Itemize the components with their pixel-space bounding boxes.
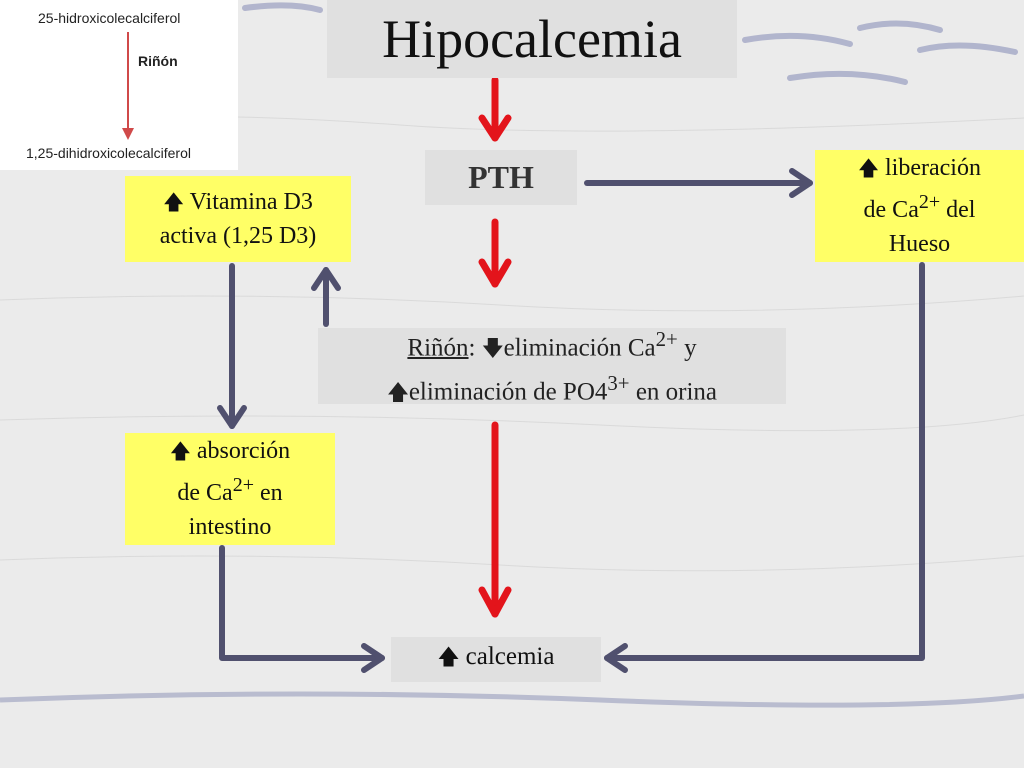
arrow-down-icon: 🡇 bbox=[481, 336, 504, 361]
vitamin-d3-box: 🡅 Vitamina D3 activa (1,25 D3) bbox=[125, 176, 351, 262]
calcemia-box: 🡅 calcemia bbox=[391, 637, 601, 682]
kidney-label: Riñón bbox=[407, 334, 469, 361]
arrow-up-icon: 🡅 bbox=[163, 190, 185, 214]
bone-release-superscript: 2+ bbox=[918, 191, 941, 213]
kidney-colon: : bbox=[468, 334, 476, 361]
red-arrow-kidney-to-calcemia bbox=[478, 421, 512, 618]
page-title: Hipocalcemia bbox=[382, 9, 682, 69]
bone-release-line3: Hueso bbox=[888, 231, 951, 257]
red-arrow-title-to-pth bbox=[478, 76, 512, 142]
title-box: Hipocalcemia bbox=[327, 0, 737, 78]
absorption-line2b: en bbox=[253, 480, 283, 506]
inset-bottom-text: 1,25-dihidroxicolecalciferol bbox=[26, 145, 191, 161]
red-arrow-pth-to-kidney bbox=[478, 218, 512, 288]
pth-box: PTH bbox=[425, 150, 577, 205]
bone-release-line1: liberación bbox=[879, 155, 981, 181]
bone-release-line2a: de Ca bbox=[863, 197, 919, 223]
vitamin-d3-line2: activa (1,25 D3) bbox=[159, 223, 317, 249]
absorption-superscript: 2+ bbox=[232, 474, 254, 496]
arrow-up-icon: 🡅 bbox=[437, 644, 460, 670]
conversion-inset: 25-hidroxicolecalciferol Riñón 1,25-dihi… bbox=[0, 0, 238, 170]
absorption-box: 🡅 absorción de Ca2+ en intestino bbox=[125, 433, 335, 545]
kidney-line1-superscript: 2+ bbox=[655, 326, 678, 351]
connector-vitamin-to-absorption bbox=[217, 263, 247, 429]
absorption-line3: intestino bbox=[188, 514, 272, 540]
connector-kidney-to-vitamin bbox=[311, 267, 341, 327]
arrow-up-icon: 🡅 bbox=[386, 380, 409, 406]
connector-pth-to-bone bbox=[584, 168, 813, 198]
arrow-up-icon: 🡅 bbox=[858, 156, 879, 180]
kidney-line1a: eliminación Ca bbox=[503, 334, 656, 361]
kidney-line2-superscript: 3+ bbox=[607, 371, 630, 395]
bone-release-line2b: del bbox=[940, 197, 976, 223]
absorption-line1: absorción bbox=[190, 438, 291, 464]
vitamin-d3-line1: Vitamina D3 bbox=[184, 189, 313, 215]
kidney-line2b: en orina bbox=[629, 378, 718, 406]
bone-release-box: 🡅 liberación de Ca2+ del Hueso bbox=[815, 150, 1024, 262]
pth-label: PTH bbox=[468, 159, 534, 195]
inset-top-text: 25-hidroxicolecalciferol bbox=[38, 10, 181, 26]
inset-arrow bbox=[122, 32, 134, 140]
calcemia-label: calcemia bbox=[459, 642, 555, 670]
kidney-box: Riñón: 🡇eliminación Ca2+ y 🡅eliminación … bbox=[318, 326, 786, 406]
kidney-line1b: y bbox=[677, 334, 697, 361]
arrow-up-icon: 🡅 bbox=[169, 439, 191, 463]
connector-bone-to-calcemia bbox=[604, 262, 925, 673]
connector-absorption-to-calcemia bbox=[219, 545, 385, 673]
absorption-line2a: de Ca bbox=[177, 480, 233, 506]
inset-middle-text: Riñón bbox=[138, 53, 178, 69]
kidney-line2a: eliminación de PO4 bbox=[408, 378, 608, 406]
